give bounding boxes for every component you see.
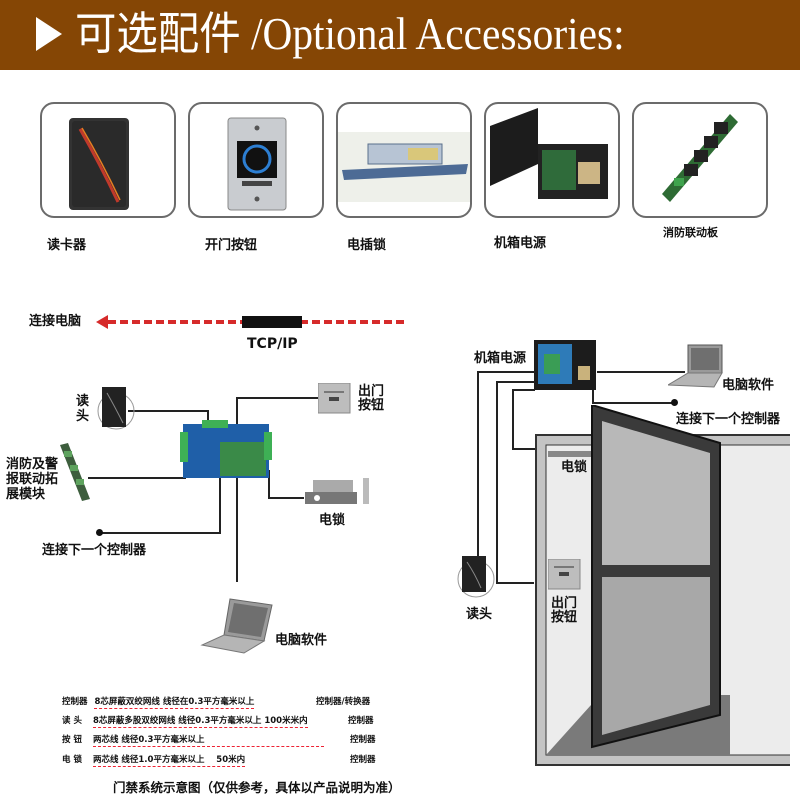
header-banner: 可选配件 /Optional Accessories: bbox=[0, 0, 800, 70]
wire bbox=[268, 497, 304, 499]
exit-button-icon bbox=[227, 117, 287, 211]
pc-software-label: 电脑软件 bbox=[722, 378, 775, 393]
spec-target: 控制器 bbox=[350, 755, 376, 765]
connector-dot bbox=[96, 529, 103, 536]
spec-target: 控制器 bbox=[350, 735, 376, 745]
wire bbox=[496, 582, 534, 584]
spec-cable: 两芯线 线径0.3平方毫米以上 bbox=[92, 735, 325, 747]
pc-software-label: 电脑软件 bbox=[275, 633, 328, 648]
spec-device: 读 头 bbox=[62, 716, 82, 726]
accessory-label: 机箱电源 bbox=[494, 236, 547, 251]
power-box-label: 机箱电源 bbox=[474, 351, 527, 366]
door-illustration bbox=[535, 405, 790, 766]
network-cable-connector bbox=[242, 316, 302, 328]
connect-pc-label: 连接电脑 bbox=[29, 314, 82, 329]
spec-target: 控制器 bbox=[348, 716, 374, 726]
accessory-exit-button bbox=[188, 102, 324, 218]
spec-row: 电 锁 两芯线 线径1.0平方毫米以上 50米内 bbox=[62, 753, 246, 767]
fire-module-label: 消防及警报联动拓展模块 bbox=[6, 457, 59, 502]
accessory-label: 消防联动板 bbox=[663, 226, 718, 239]
card-reader-icon bbox=[69, 118, 129, 210]
wire bbox=[219, 478, 221, 533]
reader-icon bbox=[457, 556, 495, 598]
fire-linkage-board-icon bbox=[662, 114, 738, 202]
reader-label: 读头 bbox=[76, 394, 90, 424]
spec-device: 电 锁 bbox=[62, 755, 82, 765]
spec-cable: 8芯屏蔽双绞网线 线径在0.3平方毫米以上 bbox=[94, 697, 255, 709]
wire bbox=[496, 381, 498, 583]
tcp-ip-label: TCP/IP bbox=[247, 336, 298, 352]
spec-row: 控制器 8芯屏蔽双绞网线 线径在0.3平方毫米以上 bbox=[62, 695, 255, 709]
wire bbox=[236, 397, 318, 399]
power-box-icon bbox=[534, 340, 596, 390]
lock-label: 电锁 bbox=[561, 460, 588, 475]
wire bbox=[496, 381, 535, 383]
spec-target: 控制器/转换器 bbox=[316, 697, 371, 707]
accessory-power-box bbox=[484, 102, 620, 218]
wire bbox=[592, 390, 594, 403]
exit-button-label: 出门按钮 bbox=[358, 384, 385, 413]
tcp-link-arrow bbox=[96, 315, 408, 329]
spec-row: 按 钮 两芯线 线径0.3平方毫米以上 bbox=[62, 733, 325, 747]
wire bbox=[597, 371, 685, 373]
next-controller-label: 连接下一个控制器 bbox=[676, 412, 781, 427]
fire-module-icon bbox=[60, 443, 90, 501]
wire bbox=[128, 410, 208, 412]
accessory-card-reader bbox=[40, 102, 176, 218]
spec-device: 按 钮 bbox=[62, 735, 82, 745]
reader-label: 读头 bbox=[466, 607, 493, 622]
spec-row: 读 头 8芯屏蔽多股双绞网线 线径0.3平方毫米以上 100米米内 bbox=[62, 714, 308, 728]
electric-bolt-lock-icon bbox=[338, 132, 470, 202]
accessory-electric-lock bbox=[336, 102, 472, 218]
spec-cable: 两芯线 线径1.0平方毫米以上 50米内 bbox=[92, 755, 246, 767]
next-controller-label: 连接下一个控制器 bbox=[42, 543, 147, 558]
accessory-label: 读卡器 bbox=[47, 238, 87, 253]
laptop-icon bbox=[200, 598, 273, 654]
wire bbox=[236, 397, 238, 582]
wire bbox=[207, 410, 209, 424]
connector-dot bbox=[671, 399, 678, 406]
power-box-icon bbox=[490, 108, 608, 199]
arrow-left-icon bbox=[96, 315, 108, 329]
lock-label: 电锁 bbox=[319, 513, 346, 528]
play-arrow-icon bbox=[36, 17, 62, 51]
accessory-label: 开门按钮 bbox=[205, 238, 258, 253]
wire bbox=[512, 389, 514, 449]
controller-board-icon bbox=[180, 420, 272, 478]
banner-title: 可选配件 /Optional Accessories: bbox=[75, 9, 625, 59]
wire bbox=[512, 389, 535, 391]
exit-button-icon bbox=[318, 383, 351, 414]
wire bbox=[477, 371, 479, 561]
reader-icon bbox=[97, 387, 135, 430]
wire bbox=[99, 532, 221, 534]
wire bbox=[88, 477, 186, 479]
exit-button-icon bbox=[548, 559, 581, 590]
wire bbox=[592, 402, 674, 404]
exit-button-label: 出门按钮 bbox=[551, 596, 578, 625]
accessory-label: 电插锁 bbox=[347, 238, 387, 253]
wire bbox=[268, 470, 270, 498]
diagram-caption: 门禁系统示意图（仅供参考，具体以产品说明为准） bbox=[113, 780, 401, 795]
spec-device: 控制器 bbox=[62, 697, 88, 707]
accessory-fire-board bbox=[632, 102, 768, 218]
electric-lock-icon bbox=[305, 478, 369, 504]
wire bbox=[512, 448, 538, 450]
wire bbox=[477, 371, 535, 373]
laptop-icon bbox=[668, 344, 723, 388]
spec-cable: 8芯屏蔽多股双绞网线 线径0.3平方毫米以上 100米米内 bbox=[92, 716, 308, 728]
